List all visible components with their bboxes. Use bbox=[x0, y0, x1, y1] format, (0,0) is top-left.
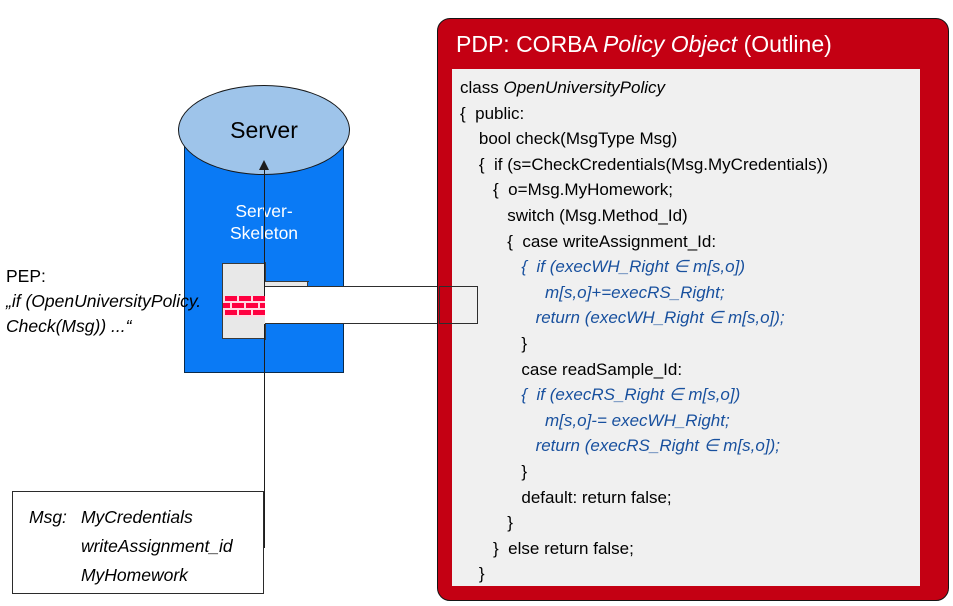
code-line: bool check(MsgType Msg) bbox=[460, 129, 678, 149]
code-line: { if (execRS_Right ∈ m[s,o]) bbox=[460, 385, 741, 405]
pdp-panel-title: PDP: CORBA Policy Object (Outline) bbox=[456, 31, 832, 58]
pdp-code-panel: class OpenUniversityPolicy{ public: bool… bbox=[452, 69, 920, 586]
code-line: } else return false; bbox=[460, 538, 634, 558]
code-line: } bbox=[460, 461, 528, 481]
pep-quote-line-2: Check(Msg)) ...“ bbox=[6, 316, 132, 336]
code-line: } bbox=[460, 513, 513, 533]
code-identifier: OpenUniversityPolicy bbox=[503, 78, 666, 97]
firewall-notch-top bbox=[265, 262, 309, 282]
brick-mortar bbox=[258, 303, 260, 308]
msg-box-values: MyCredentials writeAssignment_id MyHomew… bbox=[81, 503, 233, 590]
server-label: Server bbox=[230, 116, 298, 143]
brick-mortar bbox=[244, 303, 246, 308]
pdp-title-suffix: (Outline) bbox=[737, 31, 832, 57]
brick-mortar bbox=[237, 296, 239, 301]
msg-box-key: Msg: bbox=[29, 507, 67, 527]
code-line: { if (execWH_Right ∈ m[s,o]) bbox=[460, 257, 745, 277]
code-keyword: class bbox=[460, 78, 504, 97]
code-line: return (execRS_Right ∈ m[s,o]); bbox=[460, 436, 780, 456]
code-line: { public: bbox=[460, 103, 525, 123]
code-line: { if (s=CheckCredentials(Msg.MyCredentia… bbox=[460, 154, 828, 174]
code-line: m[s,o]+=execRS_Right; bbox=[460, 282, 725, 302]
pep-label-title: PEP: bbox=[6, 266, 46, 286]
arrow-up-to-server-icon bbox=[259, 160, 269, 170]
brick-mortar bbox=[237, 310, 239, 315]
code-line: m[s,o]-= execWH_Right; bbox=[460, 410, 730, 430]
brick-mortar bbox=[251, 296, 253, 301]
code-line: return (execWH_Right ∈ m[s,o]); bbox=[460, 308, 785, 328]
msg-box: Msg: MyCredentials writeAssignment_id My… bbox=[12, 491, 264, 594]
pdp-title-italic: Policy Object bbox=[602, 31, 738, 57]
brick-mortar bbox=[251, 310, 253, 315]
code-line: } bbox=[460, 333, 528, 353]
code-line: default: return false; bbox=[460, 487, 672, 507]
code-line: case readSample_Id: bbox=[460, 359, 683, 379]
code-line: switch (Msg.Method_Id) bbox=[460, 205, 688, 225]
code-line: class OpenUniversityPolicy bbox=[460, 75, 920, 101]
pep-quote-line-1: „if (OpenUniversityPolicy. bbox=[6, 291, 202, 311]
brick-mortar bbox=[223, 310, 225, 315]
connector-msg-vertical bbox=[263, 324, 266, 547]
brick-mortar bbox=[230, 303, 232, 308]
code-line: { case writeAssignment_Id: bbox=[460, 231, 717, 251]
code-line: } bbox=[460, 564, 485, 584]
connector-server-vertical bbox=[263, 168, 266, 296]
connector-pipe-endcap bbox=[439, 286, 478, 324]
pdp-title-prefix: PDP: CORBA bbox=[456, 31, 603, 57]
pep-label: PEP: „if (OpenUniversityPolicy. Check(Ms… bbox=[6, 264, 221, 339]
brick-mortar bbox=[223, 296, 225, 301]
code-line: { o=Msg.MyHomework; bbox=[460, 180, 674, 200]
msg-box-value-1: writeAssignment_id bbox=[80, 536, 233, 556]
pdp-panel: PDP: CORBA Policy Object (Outline) class… bbox=[437, 18, 949, 601]
msg-box-value-2: MyHomework bbox=[80, 565, 188, 585]
msg-box-value-0: MyCredentials bbox=[80, 507, 193, 527]
